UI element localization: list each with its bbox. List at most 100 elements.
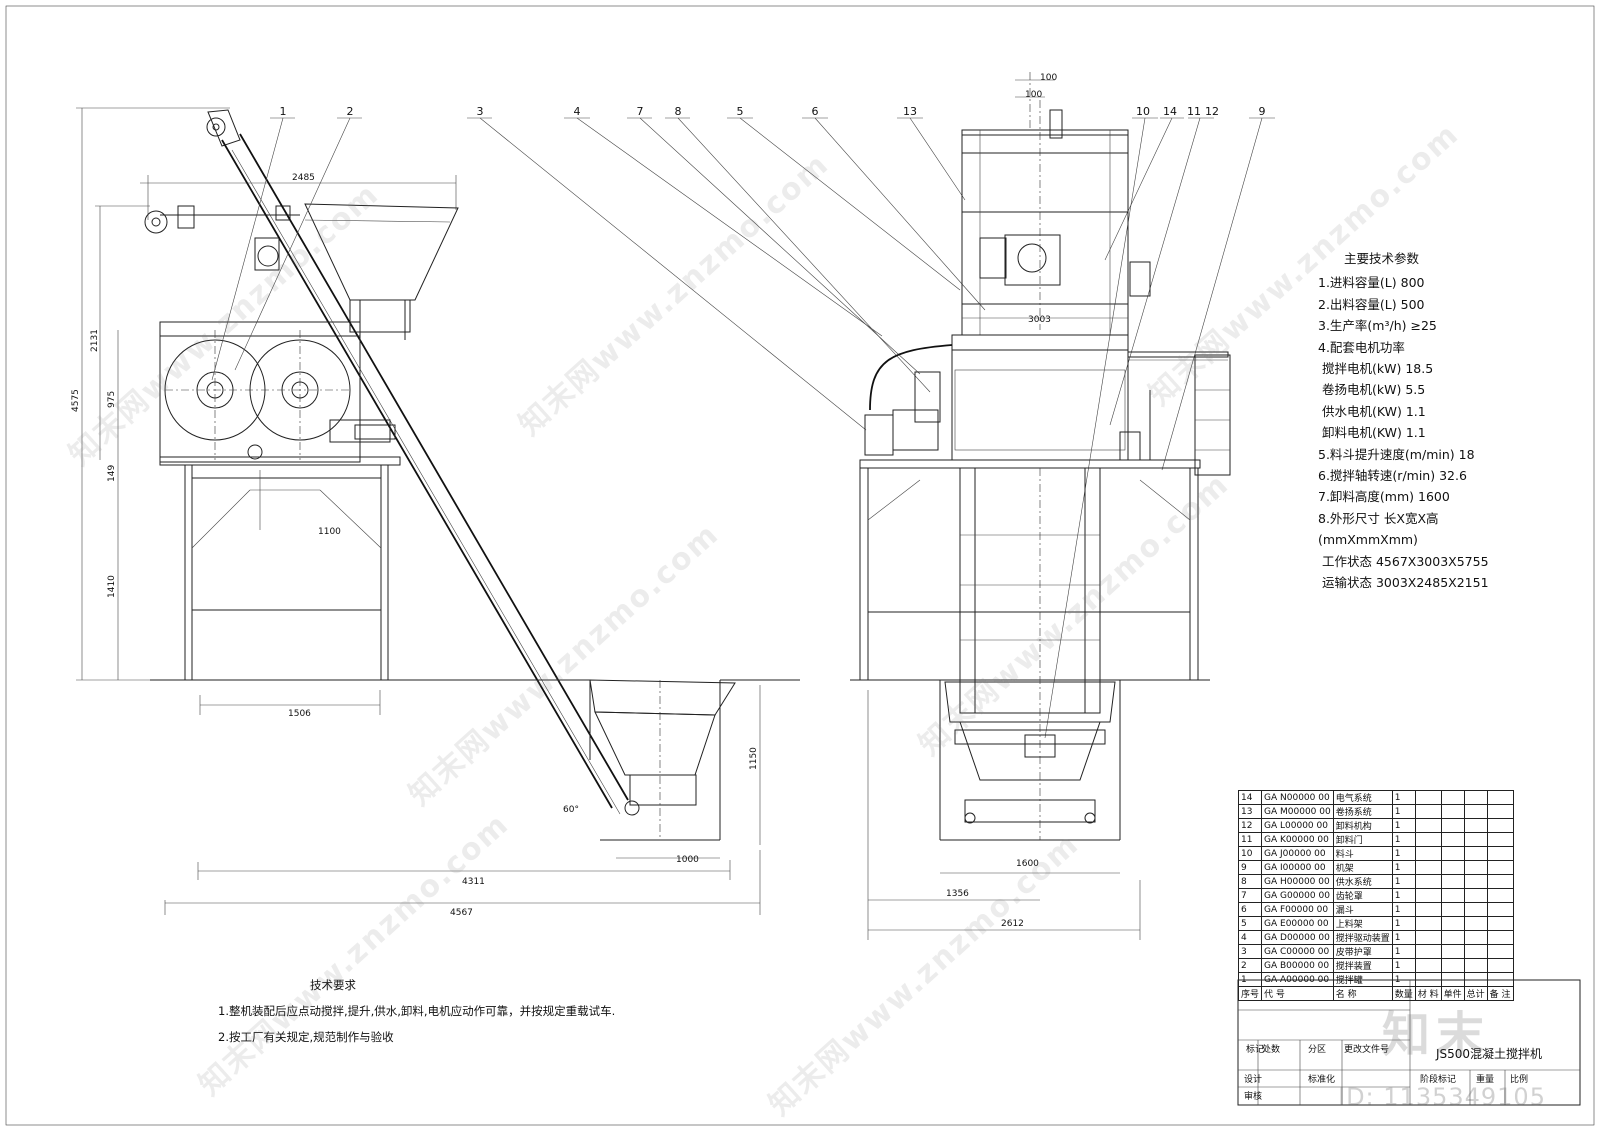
balloon-10: 10 bbox=[1136, 105, 1150, 118]
bom-total bbox=[1463, 916, 1488, 931]
bom-unit bbox=[1440, 930, 1465, 945]
tb-count: 处数 bbox=[1262, 1043, 1280, 1055]
param-line: 卷扬电机(kW) 5.5 bbox=[1322, 382, 1426, 398]
dim-149: 149 bbox=[107, 465, 117, 482]
bom-code: GA F00000 00 bbox=[1261, 902, 1334, 917]
bom-qty: 1 bbox=[1391, 902, 1416, 917]
tb-zone: 分区 bbox=[1308, 1044, 1326, 1055]
bom-total bbox=[1463, 832, 1488, 847]
requirements-title: 技术要求 bbox=[310, 978, 356, 992]
bom-unit bbox=[1440, 874, 1465, 889]
param-line: 运输状态 3003X2485X2151 bbox=[1322, 575, 1489, 591]
bom-remark bbox=[1486, 888, 1514, 903]
bom-total bbox=[1463, 790, 1488, 805]
balloon-13: 13 bbox=[903, 105, 917, 118]
dim-4567: 4567 bbox=[450, 908, 473, 918]
bom-no: 7 bbox=[1237, 888, 1263, 903]
bom-material bbox=[1414, 958, 1442, 973]
bom-remark bbox=[1486, 944, 1514, 959]
bom-total bbox=[1463, 846, 1488, 861]
bom-material bbox=[1414, 846, 1442, 861]
bom-unit bbox=[1440, 790, 1465, 805]
bom-no: 4 bbox=[1237, 930, 1263, 945]
tb-mark: 标记 bbox=[1246, 1043, 1264, 1055]
dim-975: 975 bbox=[107, 391, 117, 408]
param-line: 2.出料容量(L) 500 bbox=[1318, 296, 1425, 312]
bom-material bbox=[1414, 832, 1442, 847]
bom-remark bbox=[1486, 958, 1514, 973]
bom-no: 13 bbox=[1237, 804, 1263, 819]
dim-1506: 1506 bbox=[288, 709, 311, 719]
bom-remark bbox=[1486, 804, 1514, 819]
params-title: 主要技术参数 bbox=[1344, 251, 1420, 266]
bom-material bbox=[1414, 972, 1442, 987]
bom-unit bbox=[1440, 902, 1465, 917]
bom-unit bbox=[1440, 860, 1465, 875]
side-view: 2485 4575 2131 975 149 1410 1100 1506 11… bbox=[71, 107, 800, 918]
dim-2612: 2612 bbox=[1001, 919, 1024, 929]
bom-qty: 1 bbox=[1391, 916, 1416, 931]
bom-unit bbox=[1440, 944, 1465, 959]
dim-4575: 4575 bbox=[71, 389, 81, 412]
bom-code: GA C00000 00 bbox=[1261, 944, 1334, 959]
dim-2131: 2131 bbox=[90, 329, 100, 352]
bom-h-qty: 数量 bbox=[1391, 986, 1416, 1001]
tb-scale: 比例 bbox=[1510, 1073, 1528, 1085]
bom-material bbox=[1414, 790, 1442, 805]
bom-name: 皮带护罩 bbox=[1332, 944, 1393, 959]
dim-1356: 1356 bbox=[946, 889, 969, 899]
balloon-9: 9 bbox=[1259, 105, 1266, 118]
balloon-5: 5 bbox=[737, 105, 744, 118]
bom-name: 卸料机构 bbox=[1332, 818, 1393, 833]
bom-total bbox=[1463, 902, 1488, 917]
bom-remark bbox=[1486, 972, 1514, 987]
bom-unit bbox=[1440, 916, 1465, 931]
bom-remark bbox=[1486, 902, 1514, 917]
bom-no: 12 bbox=[1237, 818, 1263, 833]
tb-change-doc: 更改文件号 bbox=[1344, 1043, 1389, 1055]
dim-1150: 1150 bbox=[749, 747, 759, 770]
bom-material bbox=[1414, 860, 1442, 875]
drawing-title: JS500混凝土搅拌机 bbox=[1435, 1046, 1542, 1061]
logo-watermark: 知末 bbox=[1382, 1007, 1491, 1063]
bom-qty: 1 bbox=[1391, 930, 1416, 945]
bom-remark bbox=[1486, 916, 1514, 931]
id-watermark: ID: 1135349105 bbox=[1338, 1083, 1546, 1111]
bom-unit bbox=[1440, 888, 1465, 903]
balloon-3: 3 bbox=[477, 105, 484, 118]
bom-total bbox=[1463, 804, 1488, 819]
bom-code: GA N00000 00 bbox=[1261, 790, 1334, 805]
bom-code: GA H00000 00 bbox=[1261, 874, 1334, 889]
dim-60deg: 60° bbox=[563, 805, 579, 815]
bom-name: 料斗 bbox=[1332, 846, 1393, 861]
bom-header-row: 序号 代 号 名 称 数量 材 料 单件 总计 备 注 bbox=[1237, 986, 1514, 1001]
bom-h-code: 代 号 bbox=[1261, 986, 1334, 1001]
bom-no: 14 bbox=[1237, 790, 1263, 805]
bom-qty: 1 bbox=[1391, 944, 1416, 959]
bom-unit bbox=[1440, 958, 1465, 973]
bom-name: 供水系统 bbox=[1332, 874, 1393, 889]
param-line: 工作状态 4567X3003X5755 bbox=[1322, 553, 1489, 569]
bom-no: 8 bbox=[1237, 874, 1263, 889]
bom-remark bbox=[1486, 874, 1514, 889]
bom-code: GA I00000 00 bbox=[1261, 860, 1334, 875]
bom-remark bbox=[1486, 818, 1514, 833]
bom-no: 5 bbox=[1237, 916, 1263, 931]
bom-code: GA J00000 00 bbox=[1261, 846, 1334, 861]
balloon-2: 2 bbox=[347, 105, 354, 118]
bom-no: 3 bbox=[1237, 944, 1263, 959]
bom-code: GA G00000 00 bbox=[1261, 888, 1334, 903]
dim-100-a: 100 bbox=[1040, 73, 1057, 83]
sheet-border bbox=[5, 5, 1595, 1126]
param-line: 6.搅拌轴转速(r/min) 32.6 bbox=[1318, 468, 1467, 484]
bom-name: 卸料门 bbox=[1332, 832, 1393, 847]
bom-name: 上料架 bbox=[1332, 916, 1393, 931]
